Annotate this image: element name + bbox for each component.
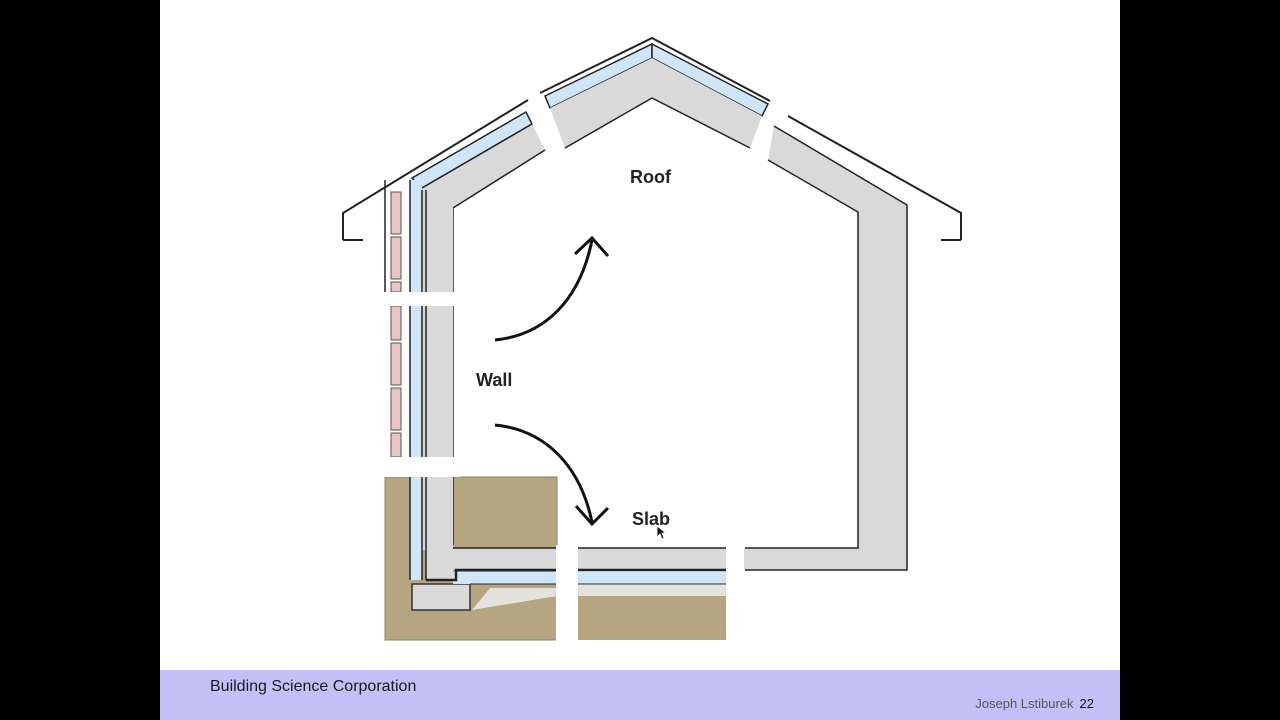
organization-name: Building Science Corporation — [210, 678, 417, 695]
slab-label: Slab — [632, 509, 671, 529]
mouse-pointer-icon — [657, 526, 667, 540]
slab-concrete — [453, 548, 556, 570]
slab-break-right — [726, 545, 744, 645]
gravel-layer-right — [578, 585, 726, 596]
wall-break-lower — [382, 457, 460, 477]
roof-structure-right — [652, 58, 762, 148]
page-number: 22 — [1079, 696, 1094, 711]
author-name: Joseph Lstiburek — [975, 696, 1074, 711]
wall-label: Wall — [476, 370, 513, 390]
wall-insulation — [410, 180, 422, 580]
footer-credits: Joseph Lstiburek 22 — [975, 696, 1094, 711]
footer-bar: Building Science Corporation Joseph Lsti… — [160, 670, 1120, 720]
slab-insulation — [453, 572, 556, 584]
gravel-layer — [472, 588, 557, 610]
footing — [411, 583, 471, 611]
wall-structure — [426, 190, 453, 580]
house-enclosure-diagram — [342, 36, 962, 645]
roof-overhang — [342, 99, 529, 240]
soil-right — [578, 596, 726, 640]
arrow-wall-to-slab — [494, 423, 594, 523]
wall-break-upper — [382, 292, 460, 306]
roof-label: Roof — [630, 167, 671, 187]
slab-break-left — [556, 545, 578, 645]
slide: Roof Wall Slab Building Science Corporat… — [160, 0, 1120, 720]
brick-veneer — [390, 191, 402, 458]
arrow-wall-to-roof — [494, 239, 594, 342]
